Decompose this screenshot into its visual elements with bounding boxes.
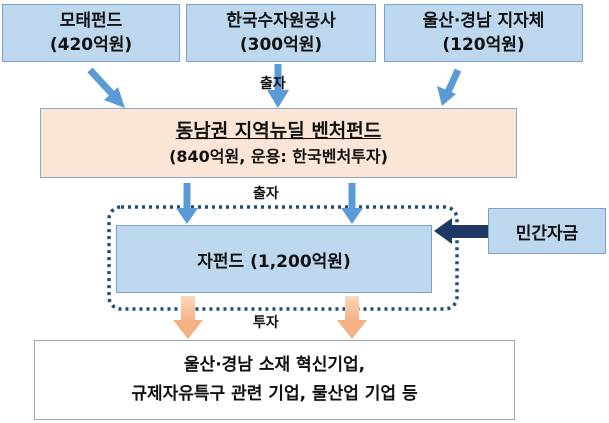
arrowhead-main-sub-right [341, 208, 363, 224]
main-fund-title: 동남권 지역뉴딜 벤처펀드 [175, 120, 382, 142]
target-companies-box: 울산·경남 소재 혁신기업, 규제자유특구 관련 기업, 물산업 기업 등 [34, 340, 515, 420]
sub-fund-box: 자펀드 (1,200억원) [116, 225, 432, 293]
source-amount: (300억원) [239, 35, 323, 55]
source-amount: (120억원) [442, 35, 525, 55]
arrow-source1-to-main [87, 67, 117, 99]
arrowhead-main-sub-left [176, 208, 198, 224]
arrow-sub-to-target-left-shaft [181, 296, 195, 322]
source-box-mother-fund: 모태펀드 (420억원) [2, 4, 180, 62]
arrowhead-private [434, 218, 452, 244]
source-name: 한국수자원공사 [226, 11, 336, 31]
main-fund-box: 동남권 지역뉴딜 벤처펀드 (840억원, 운용: 한국벤처투자) [40, 108, 517, 178]
source-name: 모태펀드 [59, 11, 123, 31]
arrow-private-shaft [452, 225, 488, 238]
target-line-1: 울산·경남 소재 혁신기업, [183, 355, 366, 375]
arrowhead-source2 [267, 90, 289, 108]
source-box-water-corp: 한국수자원공사 (300억원) [186, 4, 376, 62]
private-capital-label: 민간자금 [515, 223, 579, 244]
private-capital-box: 민간자금 [488, 208, 606, 254]
source-name: 울산·경남 지자체 [422, 11, 545, 31]
label-invest-bottom: 투자 [253, 315, 279, 331]
arrow-source3-to-main [444, 68, 462, 94]
arrowhead-source1 [104, 87, 125, 108]
arrowhead-source3 [437, 86, 456, 106]
main-fund-subtitle: (840억원, 운용: 한국벤처투자) [169, 147, 388, 166]
label-invest-mid: 출자 [253, 186, 279, 202]
arrow-sub-to-target-right-shaft [345, 296, 359, 322]
source-amount: (420억원) [49, 35, 133, 55]
arrowhead-sub-target-left [173, 320, 203, 339]
arrowhead-sub-target-right [337, 320, 367, 339]
source-box-local-gov: 울산·경남 지자체 (120억원) [384, 4, 583, 62]
label-invest-top: 출자 [260, 76, 286, 92]
dotted-boundary [107, 205, 459, 311]
target-line-2: 규제자유특구 관련 기업, 물산업 기업 등 [131, 384, 418, 404]
sub-fund-title: 자펀드 (1,200억원) [197, 251, 351, 272]
